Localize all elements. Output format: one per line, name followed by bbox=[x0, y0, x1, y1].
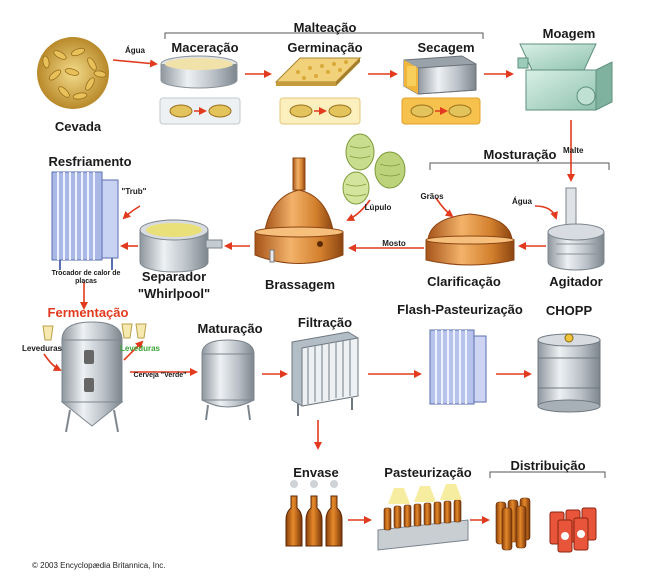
label-resfriamento: Resfriamento bbox=[48, 154, 132, 169]
label-graos: Grãos bbox=[420, 192, 444, 201]
steeping-tank-icon bbox=[160, 55, 238, 89]
steeping-grain-detail bbox=[159, 97, 241, 125]
label-envase: Envase bbox=[293, 465, 339, 480]
brew-kettle-icon bbox=[254, 157, 344, 264]
germination-tray-icon bbox=[274, 57, 362, 86]
distribution-packs-icon bbox=[495, 497, 597, 553]
lauter-tun-icon bbox=[425, 213, 515, 266]
mash-agitator-icon bbox=[547, 187, 605, 271]
flow-arrows bbox=[43, 59, 575, 524]
mosturacao-bracket bbox=[429, 162, 610, 170]
arrow-trub bbox=[122, 205, 141, 220]
label-agua-agitador: Água bbox=[512, 197, 532, 206]
keg-icon bbox=[537, 333, 601, 413]
label-lupulo: Lúpulo bbox=[364, 203, 392, 212]
label-leveduras-out: Leveduras bbox=[119, 344, 161, 353]
label-secagem: Secagem bbox=[417, 40, 475, 55]
whirlpool-separator-icon bbox=[139, 219, 223, 273]
label-filtracao: Filtração bbox=[297, 315, 353, 330]
kiln-icon bbox=[403, 55, 477, 95]
label-whirlpool: "Whirlpool" bbox=[137, 286, 211, 301]
label-malte: Malte bbox=[563, 146, 584, 155]
mill-icon bbox=[517, 43, 613, 111]
tunnel-pasteurizer-icon bbox=[377, 484, 469, 551]
arrow-agua-agitador bbox=[534, 205, 558, 220]
arrow-leveduras-out bbox=[123, 340, 144, 361]
label-brassagem: Brassagem bbox=[264, 277, 336, 292]
kiln-grain-detail bbox=[401, 97, 481, 125]
arrow-lupulo bbox=[346, 199, 371, 221]
label-pasteurizacao: Pasteurização bbox=[384, 465, 472, 480]
malteacao-bracket bbox=[164, 32, 484, 39]
label-mosturacao: Mosturação bbox=[483, 147, 557, 162]
bottles-icon bbox=[285, 480, 343, 547]
label-trub: "Trub" bbox=[121, 187, 147, 196]
label-germinacao: Germinação bbox=[287, 40, 363, 55]
label-flash-pasteurizacao: Flash-Pasteurização bbox=[397, 302, 523, 317]
arrow-leveduras-in bbox=[43, 353, 62, 371]
label-leveduras-in: Leveduras bbox=[21, 344, 63, 353]
yeast-glass-icon bbox=[42, 323, 147, 341]
barley-pile-icon bbox=[37, 37, 109, 109]
arrow-graos bbox=[435, 197, 454, 218]
distribuicao-bracket bbox=[489, 471, 606, 478]
label-maceracao: Maceração bbox=[171, 40, 239, 55]
label-distribuicao: Distribuição bbox=[510, 458, 586, 473]
label-trocador: Trocador de calor de placas bbox=[51, 270, 121, 286]
filter-press-icon bbox=[291, 331, 359, 416]
fermentation-tank-icon bbox=[60, 321, 124, 433]
label-maturacao: Maturação bbox=[197, 321, 263, 336]
hops-icon bbox=[342, 133, 406, 205]
arrow-cevada-maceracao bbox=[112, 59, 158, 68]
label-moagem: Moagem bbox=[542, 26, 596, 41]
label-fermentacao: Fermentação bbox=[47, 305, 129, 320]
label-separador: Separador bbox=[141, 269, 207, 284]
label-mosto: Mosto bbox=[382, 239, 406, 248]
flash-pasteurizer-icon bbox=[429, 329, 487, 405]
label-agua-maceracao: Água bbox=[125, 46, 145, 55]
label-cerveja-verde: Cerveja "Verde" bbox=[133, 372, 187, 379]
label-cevada: Cevada bbox=[54, 119, 102, 134]
germination-grain-detail bbox=[279, 97, 361, 125]
label-clarificacao: Clarificação bbox=[427, 274, 501, 289]
plate-heat-exchanger-icon bbox=[51, 171, 119, 270]
label-chopp: CHOPP bbox=[545, 303, 593, 318]
label-agitador: Agitador bbox=[549, 274, 603, 289]
label-malteacao: Malteação bbox=[293, 20, 357, 35]
copyright-notice: © 2003 Encyclopædia Britannica, Inc. bbox=[32, 561, 166, 570]
maturation-tank-icon bbox=[201, 339, 255, 421]
